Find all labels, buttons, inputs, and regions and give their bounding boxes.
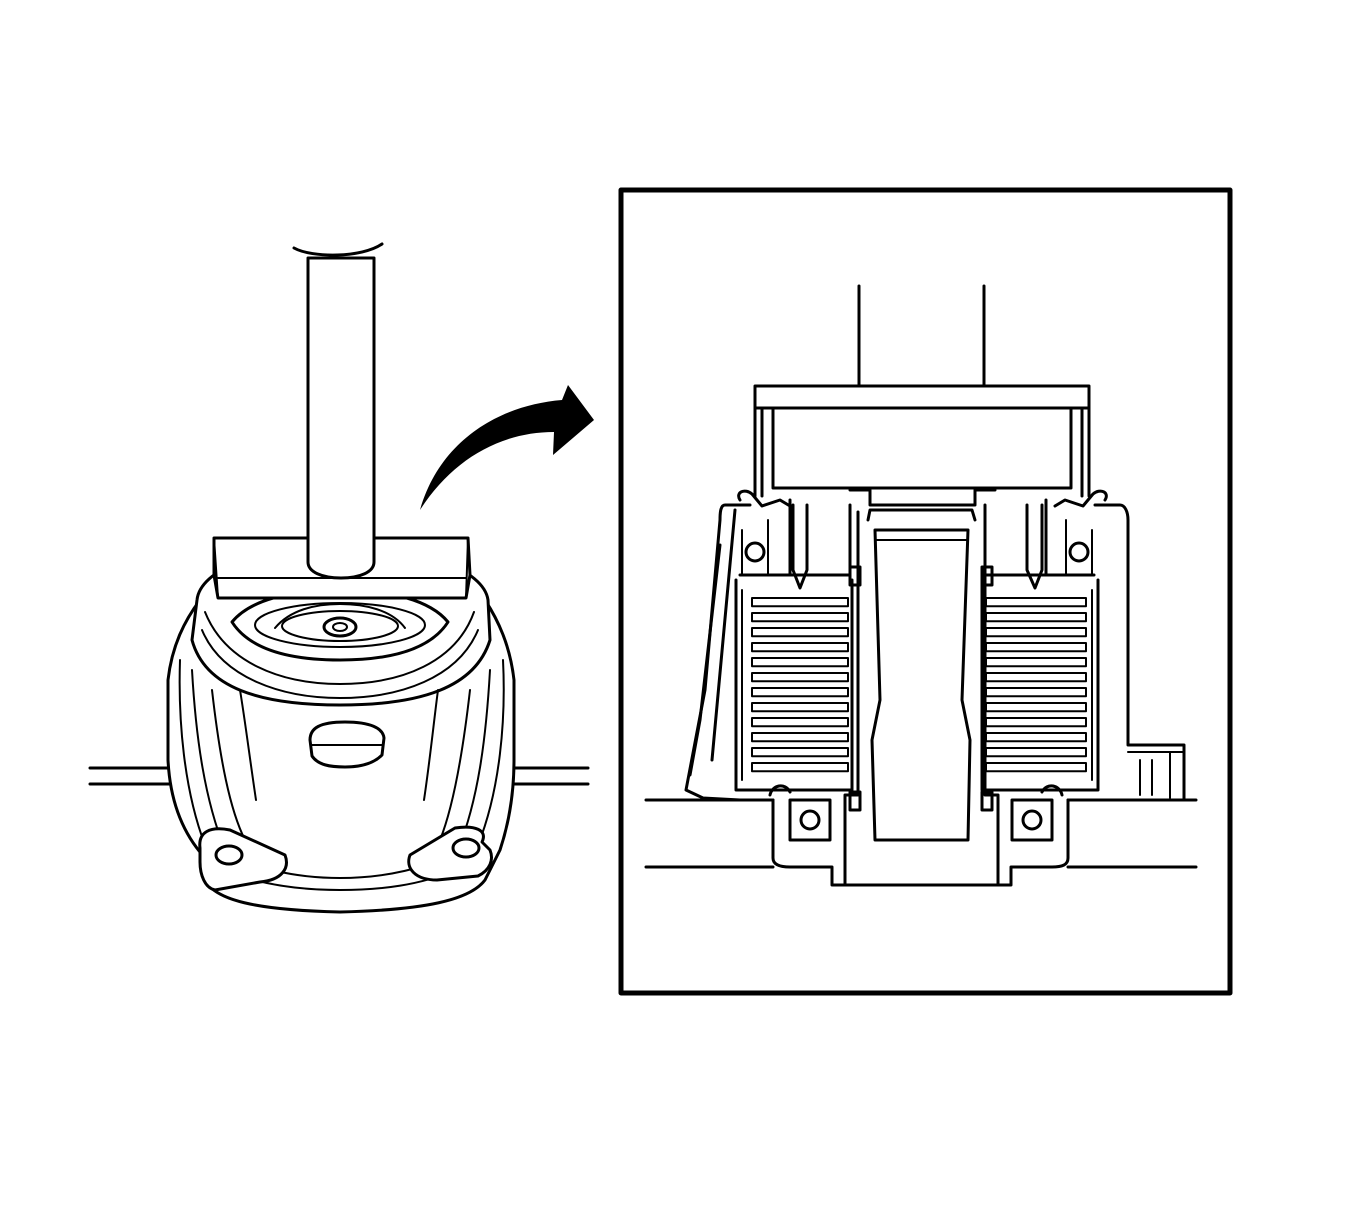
clutch-plate	[751, 687, 849, 698]
lower-ball-right	[1021, 809, 1043, 831]
clutch-plate	[751, 732, 849, 743]
center-shaft	[843, 488, 1000, 887]
clutch-plate	[985, 612, 1087, 623]
clutch-plate	[751, 747, 849, 758]
clutch-plate-stack-right	[985, 597, 1087, 773]
bearing-ball-left	[744, 541, 766, 563]
clutch-plate	[751, 642, 849, 653]
clutch-plate	[751, 597, 849, 608]
clutch-plate	[985, 732, 1087, 743]
clutch-plate	[985, 687, 1087, 698]
clutch-plate-stack-left	[751, 597, 849, 773]
lower-bearings	[768, 784, 1064, 842]
cross-section-detail	[618, 187, 1233, 996]
clutch-plate	[985, 762, 1087, 773]
clutch-plate	[751, 762, 849, 773]
bearing-ball-right	[1068, 541, 1090, 563]
press-ram	[292, 242, 384, 580]
clutch-plate	[985, 717, 1087, 728]
detail-housing	[684, 503, 1186, 802]
lower-ball-left	[799, 809, 821, 831]
clutch-plate	[985, 702, 1087, 713]
detail-frame	[618, 187, 1233, 996]
clutch-plate	[985, 672, 1087, 683]
base-plate	[644, 798, 1198, 887]
clutch-plate	[985, 657, 1087, 668]
clutch-plate	[751, 627, 849, 638]
clutch-plate	[751, 672, 849, 683]
upper-bearings	[737, 489, 1108, 576]
clutch-plate	[751, 717, 849, 728]
clutch-plate	[985, 627, 1087, 638]
press-assembly-view	[88, 242, 590, 914]
detail-press-plate	[753, 384, 1091, 498]
clutch-plate	[985, 642, 1087, 653]
housing	[166, 543, 516, 914]
clutch-plate	[751, 612, 849, 623]
clutch-hubs	[734, 498, 1100, 792]
bench-rails	[88, 766, 590, 786]
mounting-ear-left	[198, 827, 288, 892]
clutch-plate	[985, 597, 1087, 608]
clutch-plate	[751, 702, 849, 713]
clutch-plate	[751, 657, 849, 668]
curved-arrow-icon	[420, 385, 594, 510]
clutch-plate	[985, 747, 1087, 758]
